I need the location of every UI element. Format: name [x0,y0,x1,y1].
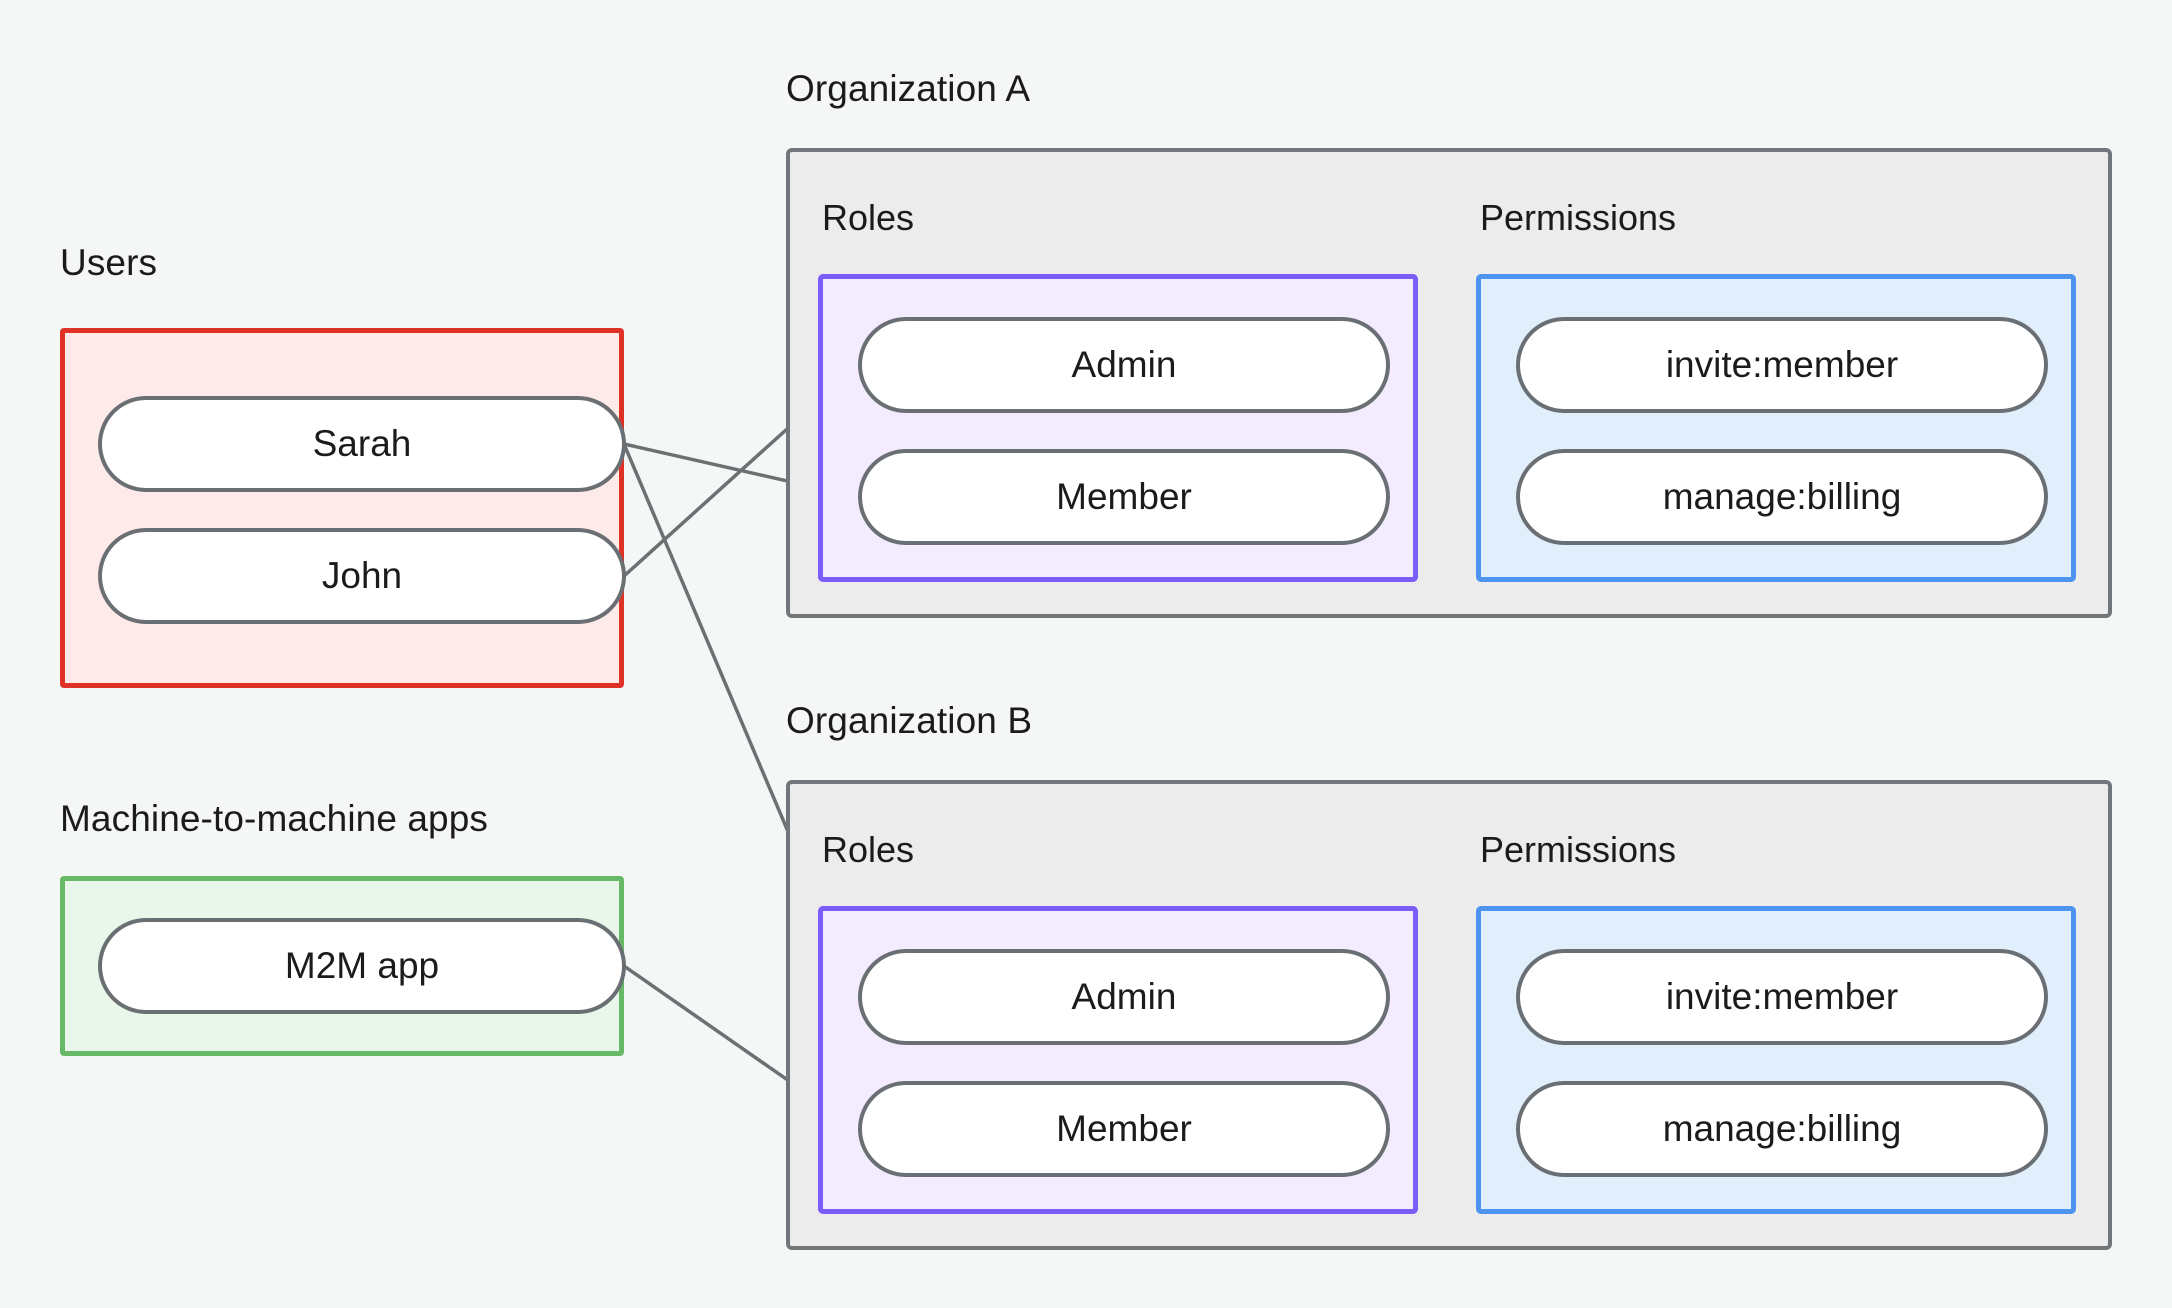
node-org-b-role-admin[interactable]: Admin [858,949,1390,1045]
org-b-roles-caption: Roles [822,829,915,870]
node-user-john[interactable]: John [98,528,626,624]
node-org-b-permission-manage-billing[interactable]: manage:billing [1516,1081,2048,1177]
m2m-caption: Machine-to-machine apps [60,798,489,839]
node-org-a-role-member[interactable]: Member [858,449,1390,545]
org-b-caption: Organization B [786,700,1033,741]
users-group [60,328,624,688]
node-org-b-role-member[interactable]: Member [858,1081,1390,1177]
org-a-roles-caption: Roles [822,197,915,238]
org-a-caption: Organization A [786,68,1031,109]
node-org-a-permission-invite-member[interactable]: invite:member [1516,317,2048,413]
users-caption: Users [60,242,158,283]
org-a-permissions-caption: Permissions [1480,197,1677,238]
node-m2m-app[interactable]: M2M app [98,918,626,1014]
node-org-b-permission-invite-member[interactable]: invite:member [1516,949,2048,1045]
node-user-sarah[interactable]: Sarah [98,396,626,492]
node-org-a-permission-manage-billing[interactable]: manage:billing [1516,449,2048,545]
node-org-a-role-admin[interactable]: Admin [858,317,1390,413]
org-b-permissions-caption: Permissions [1480,829,1677,870]
